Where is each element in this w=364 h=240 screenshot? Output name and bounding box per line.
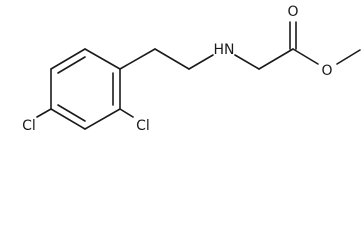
atom-cl-right: Cl [136, 118, 150, 134]
ring-bond-bottom-left [50, 108, 86, 130]
ring-bond-bottom-right [84, 108, 121, 130]
bond-ring-cl-right [119, 108, 134, 118]
atom-o-ester: O [321, 63, 332, 79]
bond-ring-cl-left [36, 108, 52, 118]
bond-ch2-nh [188, 54, 214, 70]
atom-cl-left: Cl [22, 118, 36, 134]
atom-nh: HN [214, 42, 235, 58]
ring-bond-top-right [84, 48, 121, 70]
bond-ch2-carbonyl [258, 48, 294, 70]
structure-canvas: Cl Cl HN O O [22, 4, 361, 134]
bond-carbonyl-o-ester [292, 48, 319, 65]
ring-double-bond-top-left [57, 56, 86, 74]
molecule-structure: Cl Cl HN O O [22, 4, 361, 134]
ring-bond-top-left [50, 48, 86, 70]
bond-o-methyl [336, 49, 361, 65]
ring-double-bond-bottom-left [57, 104, 86, 122]
bond-ring-ch2 [119, 48, 156, 70]
atom-o-carbonyl: O [287, 4, 298, 20]
bond-nh-ch2 [234, 54, 260, 70]
bond-ch2-ch2 [154, 48, 190, 70]
benzene-ring [50, 48, 121, 130]
